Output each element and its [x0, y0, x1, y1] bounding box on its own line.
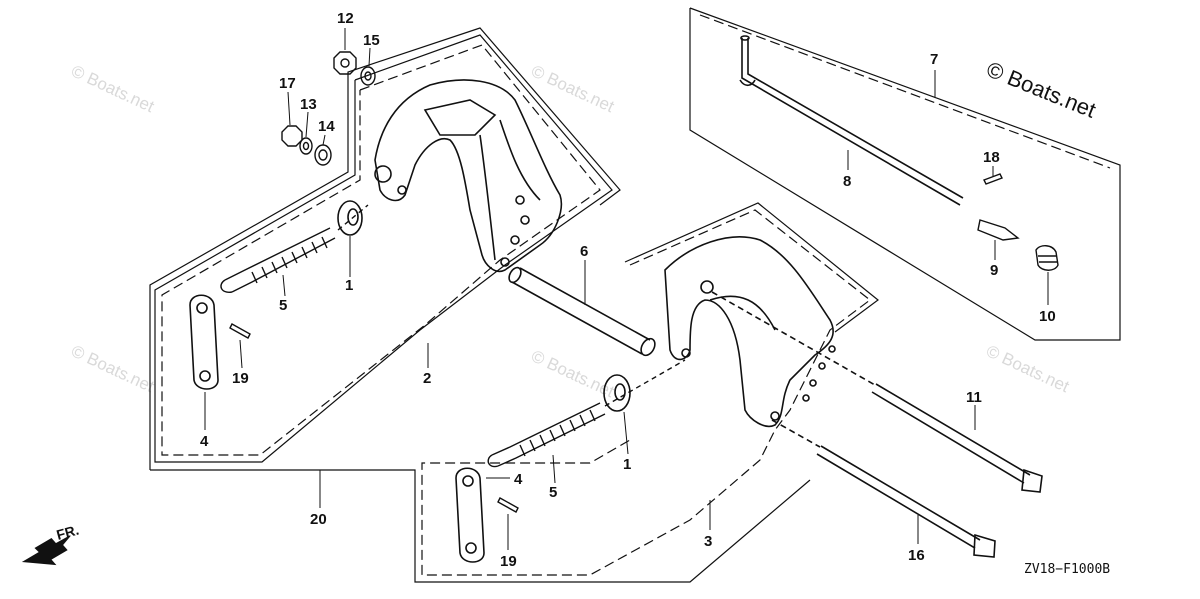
callout-8: 8	[843, 173, 851, 190]
plate-4-upper	[189, 294, 219, 390]
callout-16: 16	[908, 547, 925, 564]
callout-18: 18	[983, 149, 1000, 166]
bolt-11-shaft	[871, 383, 1031, 484]
washers	[337, 200, 631, 412]
nut-12	[333, 51, 357, 75]
callout-19-lower: 19	[500, 553, 517, 570]
washer-1-lower	[603, 374, 631, 412]
washer-15	[360, 66, 376, 86]
callout-12: 12	[337, 10, 354, 27]
pin-18	[983, 173, 1003, 185]
bracket-hole-lower	[700, 280, 714, 294]
group-20-outline-lower	[149, 27, 621, 470]
front-direction-arrow: FR.	[21, 522, 81, 566]
callout-7: 7	[930, 51, 938, 68]
callout-5-upper: 5	[279, 297, 287, 314]
screw-5-lower	[491, 402, 606, 467]
callout-11: 11	[966, 389, 982, 406]
washer-1-upper	[337, 200, 363, 236]
callout-4-upper: 4	[200, 433, 209, 450]
pins-19	[229, 323, 519, 513]
part-8-rod	[739, 35, 964, 206]
bolt-16-shaft	[816, 445, 981, 549]
pin-19-upper	[229, 323, 251, 339]
callout-1-lower: 1	[623, 456, 631, 473]
pin-19-lower	[497, 497, 519, 513]
group-7-dashed	[699, 14, 1111, 169]
callout-5-lower: 5	[549, 484, 557, 501]
group-3-outline	[421, 209, 871, 576]
plates	[189, 294, 485, 563]
callout-9: 9	[990, 262, 998, 279]
long-bolts	[711, 291, 1043, 558]
callout-6: 6	[580, 243, 588, 260]
bracket-body-upper	[374, 79, 562, 273]
rod-hardware	[977, 173, 1059, 271]
callout-17: 17	[279, 75, 296, 92]
thumb-screws	[220, 204, 686, 468]
watermark-1: © Boats.net	[68, 61, 157, 116]
callout-14: 14	[318, 118, 335, 135]
callout-3: 3	[704, 533, 712, 550]
watermark-5: © Boats.net	[983, 341, 1072, 396]
callout-10: 10	[1039, 308, 1056, 325]
direction-label: FR.	[55, 522, 81, 543]
callout-13: 13	[300, 96, 317, 113]
bracket-hole-upper	[397, 185, 407, 195]
group-7-outline	[689, 7, 1121, 341]
watermarks: © Boats.net © Boats.net © Boats.net © Bo…	[68, 61, 1072, 401]
bolt-16-head	[973, 533, 996, 558]
leader-lines	[204, 28, 1049, 550]
callout-15: 15	[363, 32, 380, 49]
callout-1-upper: 1	[345, 277, 353, 294]
washer-13	[299, 137, 313, 155]
clip-9	[977, 219, 1020, 241]
plate-4-lower	[455, 467, 485, 563]
arrow-icon	[21, 535, 71, 566]
callouts: 12 15 17 13 14 1 5 19 4 2 6 1 5 4 19 3 2…	[200, 10, 1056, 570]
part-6-tube	[508, 266, 656, 357]
group-20-outline-bottom	[150, 469, 811, 583]
group-3-solid-outline	[624, 202, 879, 333]
callout-4-lower: 4	[514, 471, 523, 488]
group-outlines	[149, 7, 1121, 583]
bracket-boss-upper	[374, 165, 392, 183]
spring-10	[1035, 245, 1059, 271]
clamp-bracket-lower	[664, 236, 836, 428]
callout-19-upper: 19	[232, 370, 249, 387]
diagram-code: ZV18−F1000B	[1024, 562, 1110, 577]
bolt-11-head	[1021, 468, 1043, 493]
callout-2: 2	[423, 370, 431, 387]
group-20-outline	[154, 34, 613, 463]
screw-5-upper	[224, 227, 336, 293]
small-hardware	[281, 51, 376, 166]
bracket-rib-upper	[423, 99, 497, 136]
nut-17	[281, 125, 303, 147]
bracket-body-lower	[664, 236, 834, 428]
callout-20: 20	[310, 511, 327, 528]
watermark-3: © Boats.net	[68, 341, 157, 396]
copyright-text: © Boats.net	[983, 56, 1099, 122]
washer-14	[314, 144, 332, 166]
clamp-bracket-upper	[374, 79, 562, 273]
